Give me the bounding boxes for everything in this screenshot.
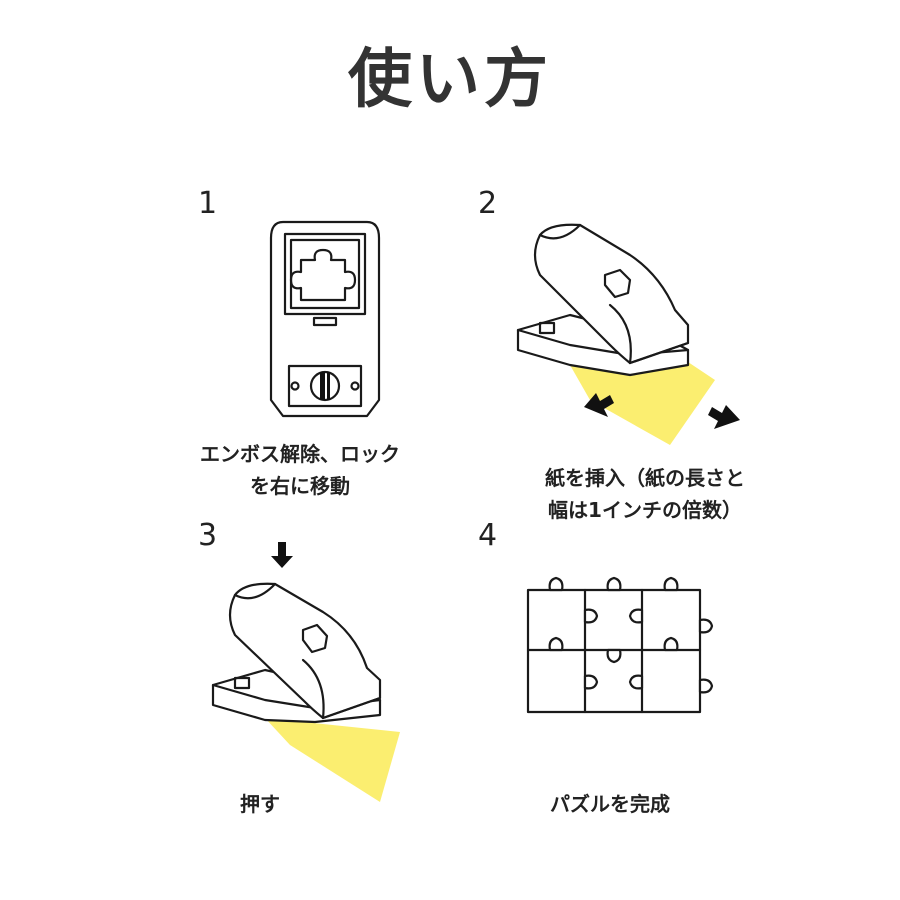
step-4-caption-line-1: パズルを完成 (550, 792, 670, 816)
step-1-caption-line-2: を右に移動 (250, 474, 350, 498)
step-3-caption-line-1: 押す (240, 792, 280, 816)
step-3-caption: 押す (220, 788, 300, 820)
step-1-number: 1 (198, 186, 218, 221)
step-2-caption-line-2: 幅は1インチの倍数） (548, 498, 742, 522)
step-1-caption: エンボス解除、ロック を右に移動 (150, 438, 450, 502)
step-2-caption-line-1: 紙を挿入（紙の長さと (545, 466, 745, 490)
step-1-caption-line-1: エンボス解除、ロック (200, 442, 400, 466)
page-title: 使い方 (348, 42, 552, 117)
puncher-top-view-illustration (269, 220, 381, 418)
paper-insert-illustration (516, 223, 740, 445)
press-down-illustration (211, 542, 400, 802)
completed-puzzle-illustration (526, 576, 714, 714)
step-4-caption: パズルを完成 (530, 788, 690, 820)
step-4-number: 4 (478, 518, 498, 553)
step-2-caption: 紙を挿入（紙の長さと 幅は1インチの倍数） (520, 462, 770, 526)
step-2-number: 2 (478, 186, 498, 221)
step-3-number: 3 (198, 518, 218, 553)
